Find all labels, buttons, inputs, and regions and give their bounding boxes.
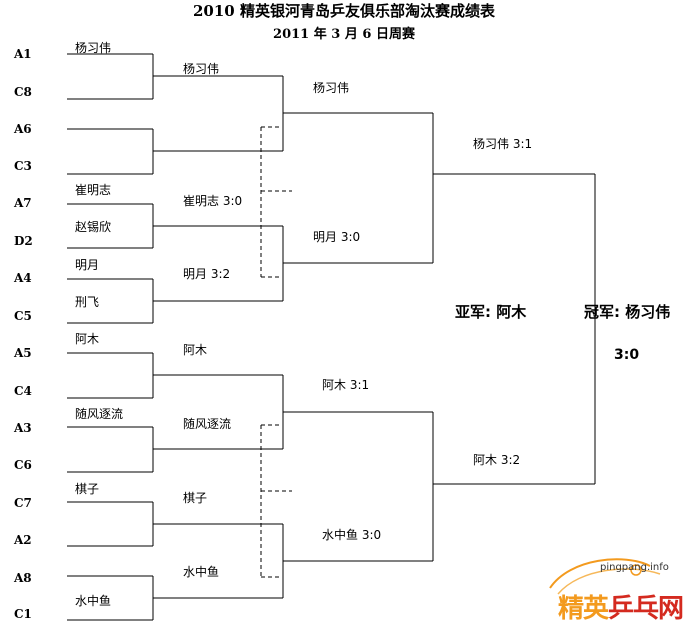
seed-label: C3 bbox=[14, 159, 32, 173]
round1-player: 棋子 bbox=[75, 482, 100, 496]
round2-winner: 随风逐流 bbox=[183, 417, 232, 431]
page-title: 2010 精英银河青岛乒友俱乐部淘汰赛成绩表 bbox=[193, 2, 495, 20]
final-score: 3:0 bbox=[614, 347, 640, 363]
round1-player: 杨习伟 bbox=[75, 41, 112, 55]
runner-up-label: 亚军: 阿木 bbox=[455, 303, 527, 321]
round2-winner: 阿木 bbox=[183, 343, 208, 357]
semifinal-winner: 杨习伟 3:1 bbox=[473, 137, 533, 151]
paddle-swoosh-icon bbox=[549, 558, 661, 595]
semifinal-winner: 阿木 3:2 bbox=[473, 453, 521, 467]
round1-player: 明月 bbox=[75, 258, 100, 272]
round2-winner: 水中鱼 bbox=[183, 565, 220, 579]
seed-label: A4 bbox=[14, 271, 32, 285]
page-subtitle: 2011 年 3 月 6 日周赛 bbox=[273, 27, 415, 42]
round3-winner: 明月 3:0 bbox=[313, 230, 361, 244]
champion-label: 冠军: 杨习伟 bbox=[584, 303, 671, 321]
round2-winner: 棋子 bbox=[183, 491, 208, 505]
round2-winner: 崔明志 3:0 bbox=[183, 194, 243, 208]
site-logo: pingpang.info 精英乒乓网 bbox=[530, 548, 688, 627]
round1-player: 赵锡欣 bbox=[75, 220, 112, 234]
seed-label: C7 bbox=[14, 496, 32, 510]
seed-label: A8 bbox=[14, 571, 32, 585]
round2-winner: 明月 3:2 bbox=[183, 267, 231, 281]
logo-text: 精英乒乓网 bbox=[558, 588, 684, 625]
seed-label: C4 bbox=[14, 384, 32, 398]
round3-winner: 水中鱼 3:0 bbox=[322, 528, 382, 542]
logo-text-jingying: 精英 bbox=[558, 594, 609, 624]
round3-winner: 阿木 3:1 bbox=[322, 378, 370, 392]
seed-label: A3 bbox=[14, 421, 32, 435]
seed-label: C6 bbox=[14, 458, 32, 472]
seed-label: C5 bbox=[14, 309, 32, 323]
round1-player: 水中鱼 bbox=[75, 594, 112, 608]
round1-player: 刑飞 bbox=[75, 295, 100, 309]
seed-label: A6 bbox=[14, 122, 32, 136]
round1-player: 崔明志 bbox=[75, 183, 112, 197]
seed-label: D2 bbox=[14, 234, 33, 248]
seed-label: A5 bbox=[14, 346, 32, 360]
round2-winner: 杨习伟 bbox=[183, 62, 220, 76]
round1-player: 随风逐流 bbox=[75, 407, 124, 421]
seed-label: A2 bbox=[14, 533, 32, 547]
logo-text-pingpangwang: 乒乓网 bbox=[608, 594, 684, 624]
seed-label: A7 bbox=[14, 196, 32, 210]
seed-label: C1 bbox=[14, 607, 32, 621]
logo-url: pingpang.info bbox=[600, 562, 669, 573]
round3-winner: 杨习伟 bbox=[313, 81, 350, 95]
seed-label: C8 bbox=[14, 85, 32, 99]
seed-label: A1 bbox=[14, 47, 32, 61]
round1-player: 阿木 bbox=[75, 332, 100, 346]
